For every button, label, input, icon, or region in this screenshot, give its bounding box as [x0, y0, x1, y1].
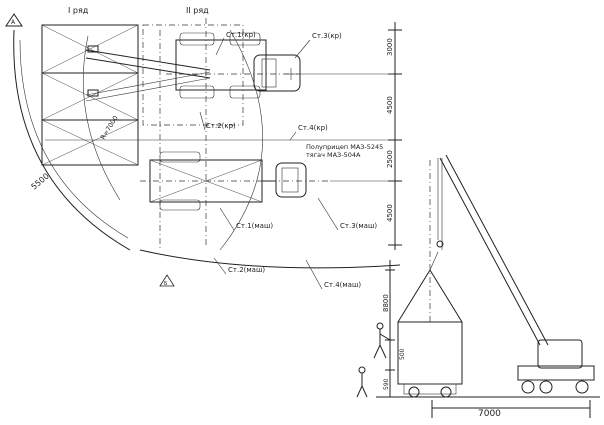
vehicle-note-line2: тягач МАЗ-504А	[306, 151, 361, 159]
marker-a-icon: А	[5, 13, 23, 27]
st2-kr-label: Ст.2(кр)	[206, 122, 236, 130]
row-2-label: II ряд	[186, 6, 209, 15]
dim-8800: 8800	[382, 294, 390, 312]
vehicle-note-line1: Полуприцеп МАЗ-5245	[306, 143, 383, 151]
st1-kr-label: Ст.1(кр)	[226, 31, 256, 39]
row-2-block	[142, 24, 244, 126]
marker-b-icon: Б	[159, 274, 175, 287]
station-leaders	[199, 37, 339, 290]
svg-text:А: А	[11, 19, 16, 26]
cargo-block-elevation	[397, 160, 463, 398]
row-1-label: I ряд	[68, 6, 89, 15]
crane-elevation	[436, 154, 595, 394]
crane-boom-plan	[85, 45, 211, 102]
radius-arcs	[13, 29, 401, 269]
dim-3000: 3000	[386, 38, 394, 56]
st4-mash-label: Ст.4(маш)	[324, 281, 361, 289]
dim-2500: 2500	[386, 150, 394, 168]
svg-text:Б: Б	[164, 281, 168, 287]
st3-mash-label: Ст.3(маш)	[340, 222, 377, 230]
dim-radius-5500: 5500	[30, 172, 51, 192]
st3-kr-label: Ст.3(кр)	[312, 32, 342, 40]
elevation-dimensions	[385, 260, 591, 418]
dim-7000: 7000	[478, 409, 501, 419]
dim-4500-lower: 4500	[386, 204, 394, 222]
dim-4500-upper: 4500	[386, 96, 394, 114]
radius-label: R=7000	[99, 114, 120, 141]
crane-vehicle-plan	[166, 32, 301, 99]
st2-mash-label: Ст.2(маш)	[228, 266, 265, 274]
st4-kr-label: Ст.4(кр)	[298, 124, 328, 132]
st1-mash-label: Ст.1(маш)	[236, 222, 273, 230]
worker-figures	[356, 322, 391, 398]
semitrailer-plan	[140, 151, 330, 211]
dim-590: 590	[383, 378, 390, 390]
plan-dimension-chain	[300, 22, 402, 250]
dim-500: 500	[399, 348, 406, 360]
